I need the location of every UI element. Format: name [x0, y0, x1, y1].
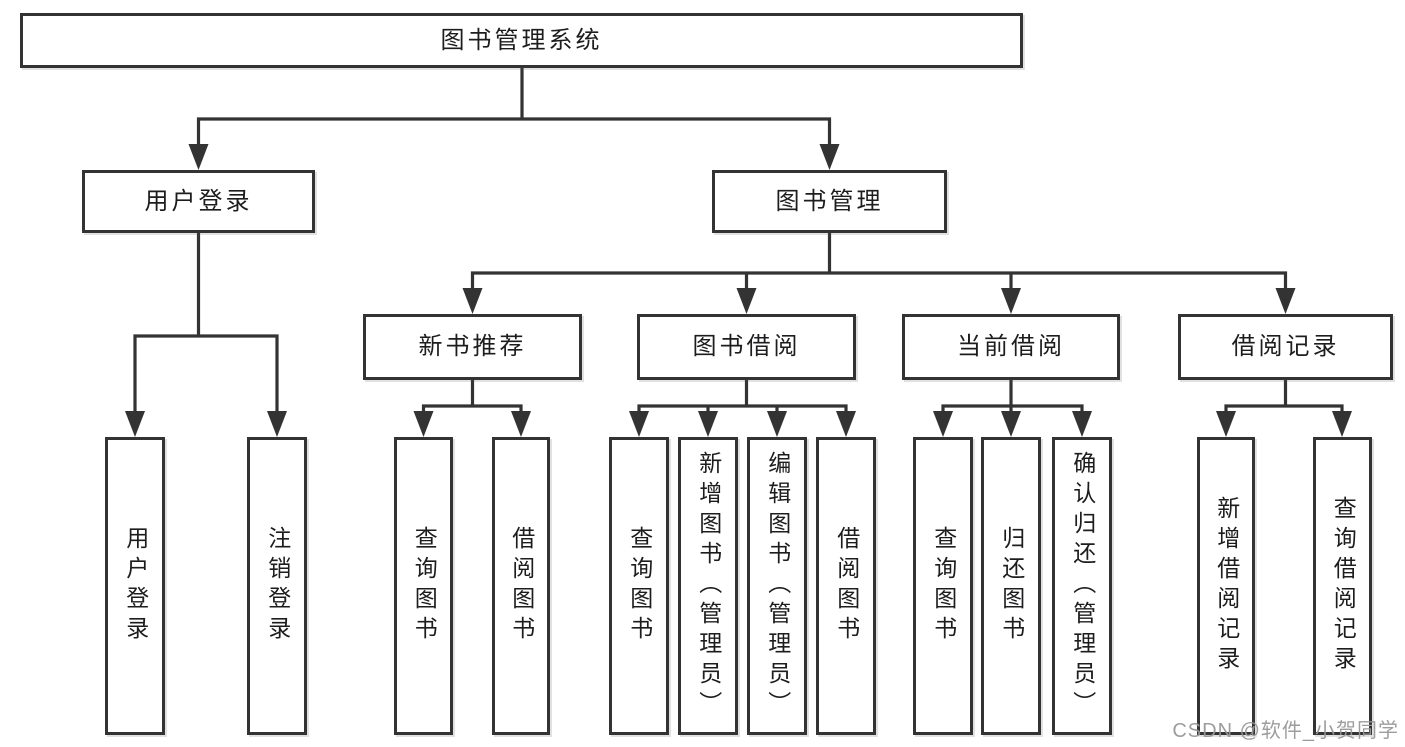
- watermark: CSDN @软件_小贺同学: [1172, 720, 1399, 742]
- arrowhead: [511, 411, 531, 437]
- arrowhead: [267, 411, 287, 437]
- node-label: 用户登录: [122, 526, 149, 646]
- node-label: 查询图书: [626, 526, 653, 646]
- node-label: 图书管理: [775, 187, 884, 215]
- node-label: 借阅图书: [833, 526, 860, 646]
- leaf-add-book-admin: 新增图书（管理员）: [678, 437, 738, 735]
- node-label: 借阅图书: [508, 526, 535, 646]
- node-label: 新增图书（管理员）: [695, 451, 722, 721]
- arrowhead: [1216, 411, 1236, 437]
- arrowhead: [1001, 411, 1021, 437]
- arrowhead: [629, 411, 649, 437]
- arrowhead: [1001, 288, 1021, 314]
- node-label: 借阅记录: [1231, 333, 1340, 360]
- arrowhead: [413, 411, 434, 437]
- leaf-return-books: 归还图书: [981, 437, 1041, 735]
- node-label: 当前借阅: [957, 333, 1065, 360]
- node-current-borrowing: 当前借阅: [902, 314, 1120, 380]
- connector-new-book-group: [421, 378, 523, 419]
- node-book-management: 图书管理: [712, 170, 947, 233]
- node-label: 查询图书: [411, 526, 438, 646]
- arrowhead: [462, 288, 483, 314]
- arrowhead: [1072, 411, 1092, 437]
- node-user-login: 用户登录: [82, 170, 315, 233]
- node-label: 图书借阅: [692, 333, 801, 360]
- node-label: 用户登录: [144, 187, 253, 215]
- connector-book-borrowing-group: [637, 378, 848, 419]
- node-label: 确认归还（管理员）: [1069, 451, 1096, 721]
- arrowhead: [736, 288, 757, 314]
- node-library-management-system: 图书管理系统: [20, 13, 1023, 68]
- leaf-add-borrow-record: 新增借阅记录: [1197, 437, 1255, 735]
- connector-borrowing-records-group: [1224, 378, 1344, 419]
- arrowhead: [188, 144, 209, 170]
- arrowhead: [819, 144, 840, 170]
- leaf-borrow-books-recommend: 借阅图书: [492, 437, 550, 735]
- node-label: 归还图书: [998, 526, 1025, 646]
- leaf-confirm-return-admin: 确认归还（管理员）: [1052, 437, 1112, 735]
- node-label: 编辑图书（管理员）: [764, 451, 791, 721]
- arrowhead: [1332, 411, 1352, 437]
- arrowhead: [933, 411, 953, 437]
- leaf-query-borrow-record: 查询借阅记录: [1313, 437, 1372, 735]
- leaf-borrow-books-borrowing: 借阅图书: [816, 437, 876, 735]
- node-new-book-recommend: 新书推荐: [363, 314, 582, 380]
- leaf-edit-book-admin: 编辑图书（管理员）: [747, 437, 807, 735]
- arrowhead: [698, 411, 718, 437]
- node-label: 查询借阅记录: [1330, 496, 1357, 676]
- connector-root: [196, 66, 832, 152]
- arrowhead: [836, 411, 856, 437]
- node-label: 新书推荐: [418, 333, 527, 360]
- arrowhead: [125, 411, 145, 437]
- node-label: 新增借阅记录: [1213, 496, 1240, 676]
- node-label: 注销登录: [264, 526, 291, 646]
- arrowhead: [1275, 288, 1296, 314]
- leaf-query-books-current: 查询图书: [913, 437, 973, 735]
- connector-user-login-group: [133, 231, 279, 419]
- leaf-logout: 注销登录: [247, 437, 307, 735]
- leaf-query-books-recommend: 查询图书: [394, 437, 453, 735]
- connector-current-borrowing-group: [941, 378, 1084, 419]
- node-label: 图书管理系统: [440, 26, 603, 54]
- connector-book-management-group: [470, 231, 1288, 296]
- arrowhead: [767, 411, 787, 437]
- node-book-borrowing: 图书借阅: [637, 314, 856, 380]
- leaf-user-login: 用户登录: [105, 437, 165, 735]
- node-label: 查询图书: [930, 526, 957, 646]
- leaf-query-books-borrowing: 查询图书: [609, 437, 669, 735]
- node-borrowing-records: 借阅记录: [1178, 314, 1393, 380]
